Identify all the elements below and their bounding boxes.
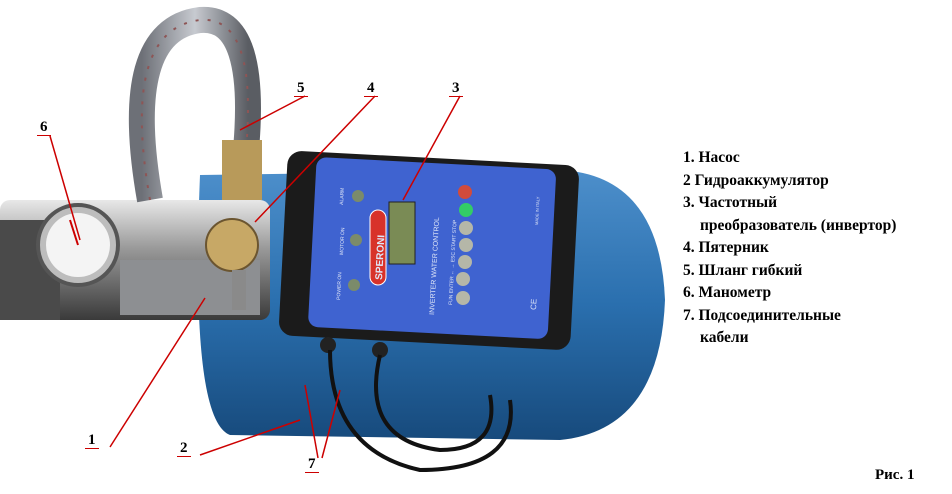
connection-cables bbox=[328, 349, 513, 473]
callout-5: 5 bbox=[294, 80, 308, 97]
callout-2: 2 bbox=[177, 440, 191, 457]
callout-3: 3 bbox=[449, 80, 463, 97]
five-way-fitting bbox=[205, 140, 262, 310]
figure-caption: Рис. 1 bbox=[875, 467, 915, 483]
callout-1: 1 bbox=[85, 432, 99, 449]
inverter-unit bbox=[279, 151, 579, 358]
panel-title-text: INVERTER WATER CONTROL bbox=[429, 217, 441, 315]
legend-item: 6. Манометр bbox=[683, 284, 772, 301]
legend-item: 2 Гидроаккумулятор bbox=[683, 171, 829, 189]
callout-6: 6 bbox=[37, 119, 51, 136]
legend-item: 4. Пятерник bbox=[683, 239, 769, 256]
legend-item: 3. Частотный bbox=[683, 194, 778, 211]
legend-item: 5. Шланг гибкий bbox=[683, 261, 803, 279]
brand-logo-text: SPERONI bbox=[374, 234, 387, 280]
alarm-label: ALARM bbox=[339, 188, 346, 206]
callout-4: 4 bbox=[364, 80, 378, 97]
motor-on-label: MOTOR ON bbox=[339, 227, 346, 255]
power-on-label: POWER ON bbox=[336, 272, 343, 300]
callout-7: 7 bbox=[305, 456, 319, 473]
made-in-label: MADE IN ITALY bbox=[534, 196, 540, 225]
button-labels: FUN ENTER ← → ESC START STOP bbox=[448, 219, 458, 305]
legend-item: преобразователь (инвертор) bbox=[700, 216, 897, 234]
legend-item: 7. Подсоединительные bbox=[683, 306, 841, 324]
legend-item: кабели bbox=[700, 329, 749, 346]
ce-mark: CE bbox=[529, 299, 539, 311]
leader-lines bbox=[49, 95, 461, 459]
pressure-gauge bbox=[36, 203, 120, 287]
legend: 1. Насос 2 Гидроаккумулятор 3. Частотный… bbox=[683, 147, 896, 350]
legend-item: 1. Насос bbox=[683, 149, 740, 166]
